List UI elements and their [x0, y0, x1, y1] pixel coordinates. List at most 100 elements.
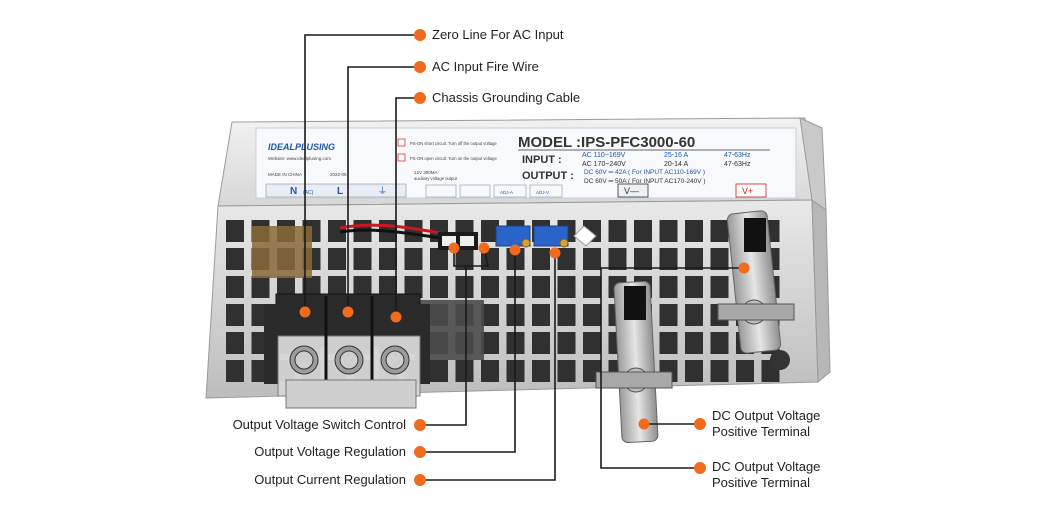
output-heading: OUTPUT : — [522, 170, 574, 182]
vent-hole — [328, 220, 346, 242]
marker-dc-label-1 — [694, 418, 706, 430]
vent-hole — [583, 276, 601, 298]
vent-hole — [532, 360, 550, 382]
vent-hole — [659, 248, 678, 270]
vent-hole — [277, 276, 295, 298]
adj-v-label: ADJ-V — [536, 190, 549, 195]
vent-hole — [481, 304, 499, 326]
vent-hole — [608, 220, 627, 242]
marker-ground — [390, 311, 402, 323]
vent-hole — [685, 220, 703, 242]
input-heading: INPUT : — [522, 154, 562, 166]
vent-hole — [634, 248, 652, 270]
leader-lines — [304, 34, 744, 481]
v-minus-mark: V— — [624, 186, 639, 196]
vent-hole — [685, 360, 703, 382]
aux-voltage-note: auxiliary voltage output — [414, 176, 458, 181]
ps-on-open: PS-ON open circuit: Turn on the output v… — [410, 156, 497, 161]
vent-hole — [557, 332, 576, 354]
vent-hole — [532, 304, 550, 326]
vent-hole — [583, 248, 601, 270]
vent-hole — [353, 276, 372, 298]
vent-hole — [226, 304, 244, 326]
marker-fire-wire — [342, 306, 354, 318]
marker-dc-terminal-1 — [638, 418, 650, 430]
ac-terminal-block — [264, 293, 430, 409]
input-r1-c2: 25-16 A — [664, 152, 688, 159]
marker-zero-line-label — [414, 29, 426, 41]
vent-hole — [226, 220, 244, 242]
callout-current-regulation: Output Current Regulation — [254, 472, 406, 487]
vent-hole — [608, 248, 627, 270]
vent-hole — [557, 276, 576, 298]
vent-hole — [710, 276, 729, 298]
vent-hole — [710, 332, 729, 354]
led-indicator — [573, 225, 597, 247]
marker-fire-wire-label — [414, 61, 426, 73]
vent-hole — [404, 276, 423, 298]
vent-hole — [353, 248, 372, 270]
label-date: 2022-05 — [330, 172, 347, 177]
aux-voltage: 12V 300MA — [414, 170, 438, 175]
dc-positive-terminal — [717, 210, 795, 354]
callout-zero-line: Zero Line For AC Input — [432, 27, 564, 42]
adj-a-potentiometer — [495, 225, 531, 248]
vent-hole — [226, 248, 244, 270]
ps-on-connector — [438, 232, 478, 250]
vent-hole — [226, 360, 244, 382]
l-mark: L — [337, 186, 343, 197]
input-r1-c1: AC 110~169V — [582, 152, 626, 159]
vent-hole — [481, 332, 499, 354]
vent-hole — [659, 220, 678, 242]
callout-chassis-ground: Chassis Grounding Cable — [432, 90, 581, 105]
vent-hole — [532, 248, 550, 270]
vent-hole — [659, 332, 678, 354]
label-model: MODEL :IPS-PFC3000-60 — [518, 134, 695, 151]
vent-hole — [404, 248, 423, 270]
vent-hole — [455, 276, 474, 298]
vent-hole — [634, 220, 652, 242]
n-mark: N — [290, 186, 297, 197]
input-r2-c1: AC 170~240V — [582, 161, 626, 168]
marker-adj-a — [509, 244, 521, 256]
vent-hole — [583, 332, 601, 354]
vent-hole — [532, 332, 550, 354]
vent-hole — [710, 248, 729, 270]
callout-dc-terminal-2: DC Output Voltage Positive Terminal — [712, 459, 821, 490]
output-row-1: DC 60V ═ 42A ( For INPUT AC110-169V ) — [584, 169, 705, 176]
vent-hole — [226, 276, 244, 298]
callout-fire-wire: AC Input Fire Wire — [432, 59, 539, 74]
output-row-2: DC 60V ═ 50A ( For INPUT AC170-240V ) — [584, 178, 706, 185]
callout-voltage-regulation: Output Voltage Regulation — [254, 444, 406, 459]
ps-on-short: PS-ON short circuit: Turn off the output… — [410, 141, 497, 146]
vent-hole — [430, 276, 448, 298]
v-plus-mark: V+ — [742, 186, 753, 196]
marker-pson-b — [478, 242, 490, 254]
marker-adj-v — [549, 247, 561, 259]
vent-hole — [455, 360, 474, 382]
vent-hole — [404, 220, 423, 242]
ground-mark: ⏚ — [378, 186, 387, 196]
callout-dc-terminal-1: DC Output Voltage Positive Terminal — [712, 408, 821, 439]
vent-hole — [226, 332, 244, 354]
input-r1-c3: 47-63Hz — [724, 152, 751, 159]
vent-hole — [685, 248, 703, 270]
vent-hole — [302, 276, 321, 298]
vent-hole — [659, 304, 678, 326]
label-brand: IDEALPLUSING — [268, 142, 335, 152]
vent-hole — [557, 304, 576, 326]
vent-hole — [481, 220, 499, 242]
label-website: Website: www.idealplusing.com — [268, 156, 331, 161]
marker-pson-a — [448, 242, 460, 254]
vent-hole — [736, 360, 754, 382]
vent-hole — [685, 304, 703, 326]
vent-hole — [659, 276, 678, 298]
vent-hole — [557, 248, 576, 270]
vent-hole — [710, 360, 729, 382]
vent-hole — [710, 220, 729, 242]
vent-hole — [430, 360, 448, 382]
vent-hole — [481, 360, 499, 382]
vent-hole — [481, 276, 499, 298]
marker-switch-label — [414, 419, 426, 431]
